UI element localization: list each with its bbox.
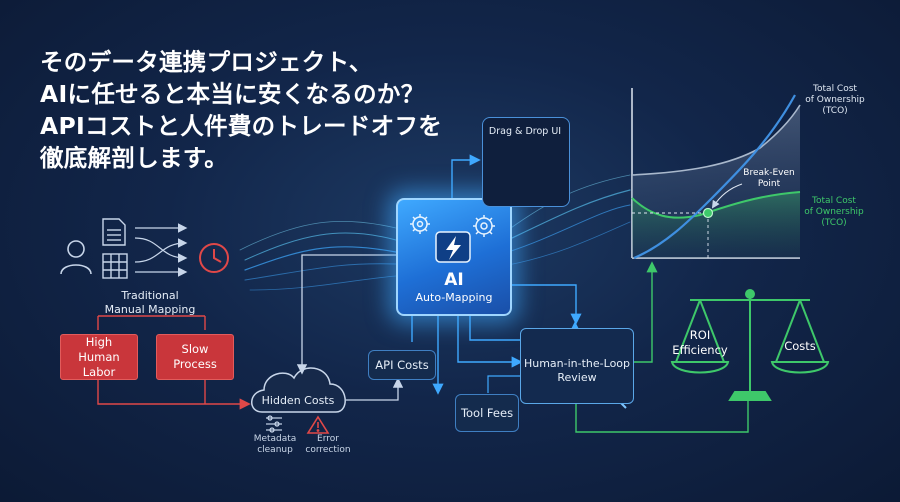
person-icon <box>60 240 92 275</box>
data-streams <box>239 174 631 291</box>
tco-top-line-3: (TCO) <box>822 106 848 116</box>
human-in-the-loop-box: Human-in-the-Loop Review <box>520 328 634 404</box>
api-costs-label: API Costs <box>375 358 429 372</box>
tco-green-line-1: Total Cost <box>812 196 856 206</box>
headline-line-2: AIに任せると本当に安くなるのか？ <box>40 80 425 108</box>
document-icon <box>102 218 126 246</box>
hidden-costs-label: Hidden Costs <box>261 394 335 407</box>
cloud-icon <box>251 367 346 413</box>
traditional-label-line-1: Traditional <box>121 289 179 302</box>
mapping-arrows <box>134 223 188 277</box>
manual-tco-line <box>631 104 801 176</box>
tco-green-label: Total Cost of Ownership (TCO) <box>796 196 872 229</box>
hitl-line-1: Human-in-the-Loop <box>523 357 631 370</box>
ai-to-hidden-line <box>296 254 396 375</box>
roi-line-1: ROI <box>689 328 711 342</box>
api-costs-box: API Costs <box>368 350 436 380</box>
ai-tco-area <box>632 192 800 258</box>
tool-fees-label: Tool Fees <box>460 406 514 420</box>
ai-card-art <box>410 214 495 263</box>
tco-top-line-2: of Ownership <box>805 95 865 105</box>
slow-process-line-1: Slow <box>181 342 209 356</box>
headline-line-1: そのデータ連携プロジェクト、 <box>40 48 373 76</box>
high-labor-line-2: Human Labor <box>78 349 120 379</box>
lightning-icon <box>446 236 461 260</box>
error-line-1: Error <box>317 434 339 444</box>
tco-green-line-2: of Ownership <box>804 207 864 217</box>
ai-tco-line <box>631 191 801 219</box>
error-correction-label: Error correction <box>300 434 356 456</box>
high-labor-line-1: High <box>85 334 113 349</box>
traditional-label: Traditional Manual Mapping <box>90 289 210 317</box>
blue-tco-line <box>633 94 796 260</box>
roi-line-2: Efficiency <box>672 343 728 357</box>
break-even-point <box>702 207 714 219</box>
slow-process-box: Slow Process <box>156 334 234 380</box>
scale-icon <box>670 289 830 401</box>
high-human-labor-box: High Human Labor <box>60 334 138 380</box>
warning-icon <box>306 415 330 434</box>
tco-top-line-1: Total Cost <box>813 84 857 94</box>
green-connectors <box>575 261 749 433</box>
tco-green-line-3: (TCO) <box>821 218 847 228</box>
headline-line-3: APIコストと人件費のトレードオフを <box>40 112 443 140</box>
tco-top-label: Total Cost of Ownership (TCO) <box>800 84 870 117</box>
hidden-to-api-arrow <box>346 377 404 401</box>
traditional-label-line-2: Manual Mapping <box>104 303 196 316</box>
break-even-line-2: Point <box>757 179 781 189</box>
labor-connectors <box>97 315 251 410</box>
clock-icon <box>199 243 229 273</box>
costs-label: Costs <box>784 339 816 353</box>
metadata-cleanup-label: Metadata cleanup <box>252 434 298 456</box>
metadata-line-1: Metadata <box>253 434 297 444</box>
metadata-line-2: cleanup <box>257 445 293 455</box>
slow-process-line-2: Process <box>173 357 217 371</box>
tool-fees-box: Tool Fees <box>455 394 519 432</box>
ai-auto-mapping-card: AI Auto-Mapping <box>396 198 512 316</box>
break-even-line-1: Break-Even <box>743 168 795 178</box>
gear-icon <box>410 214 495 237</box>
headline-line-4: 徹底解剖します。 <box>40 144 229 172</box>
tool-fees-connector <box>487 375 520 393</box>
roi-efficiency-label: ROI Efficiency <box>668 328 732 358</box>
error-line-2: correction <box>305 445 351 455</box>
break-even-label: Break-Even Point <box>734 168 804 190</box>
drag-drop-ui-box <box>482 117 570 207</box>
hitl-line-2: Review <box>557 371 597 384</box>
headline: そのデータ連携プロジェクト、 AIに任せると本当に安くなるのか？ APIコストと… <box>40 46 460 174</box>
tco-chart <box>631 88 801 260</box>
ai-subtitle: Auto-Mapping <box>415 291 493 304</box>
spreadsheet-icon <box>102 253 128 279</box>
ai-title: AI <box>444 270 464 290</box>
metadata-icon <box>266 415 282 433</box>
drag-drop-title: Drag & Drop UI <box>488 126 562 137</box>
